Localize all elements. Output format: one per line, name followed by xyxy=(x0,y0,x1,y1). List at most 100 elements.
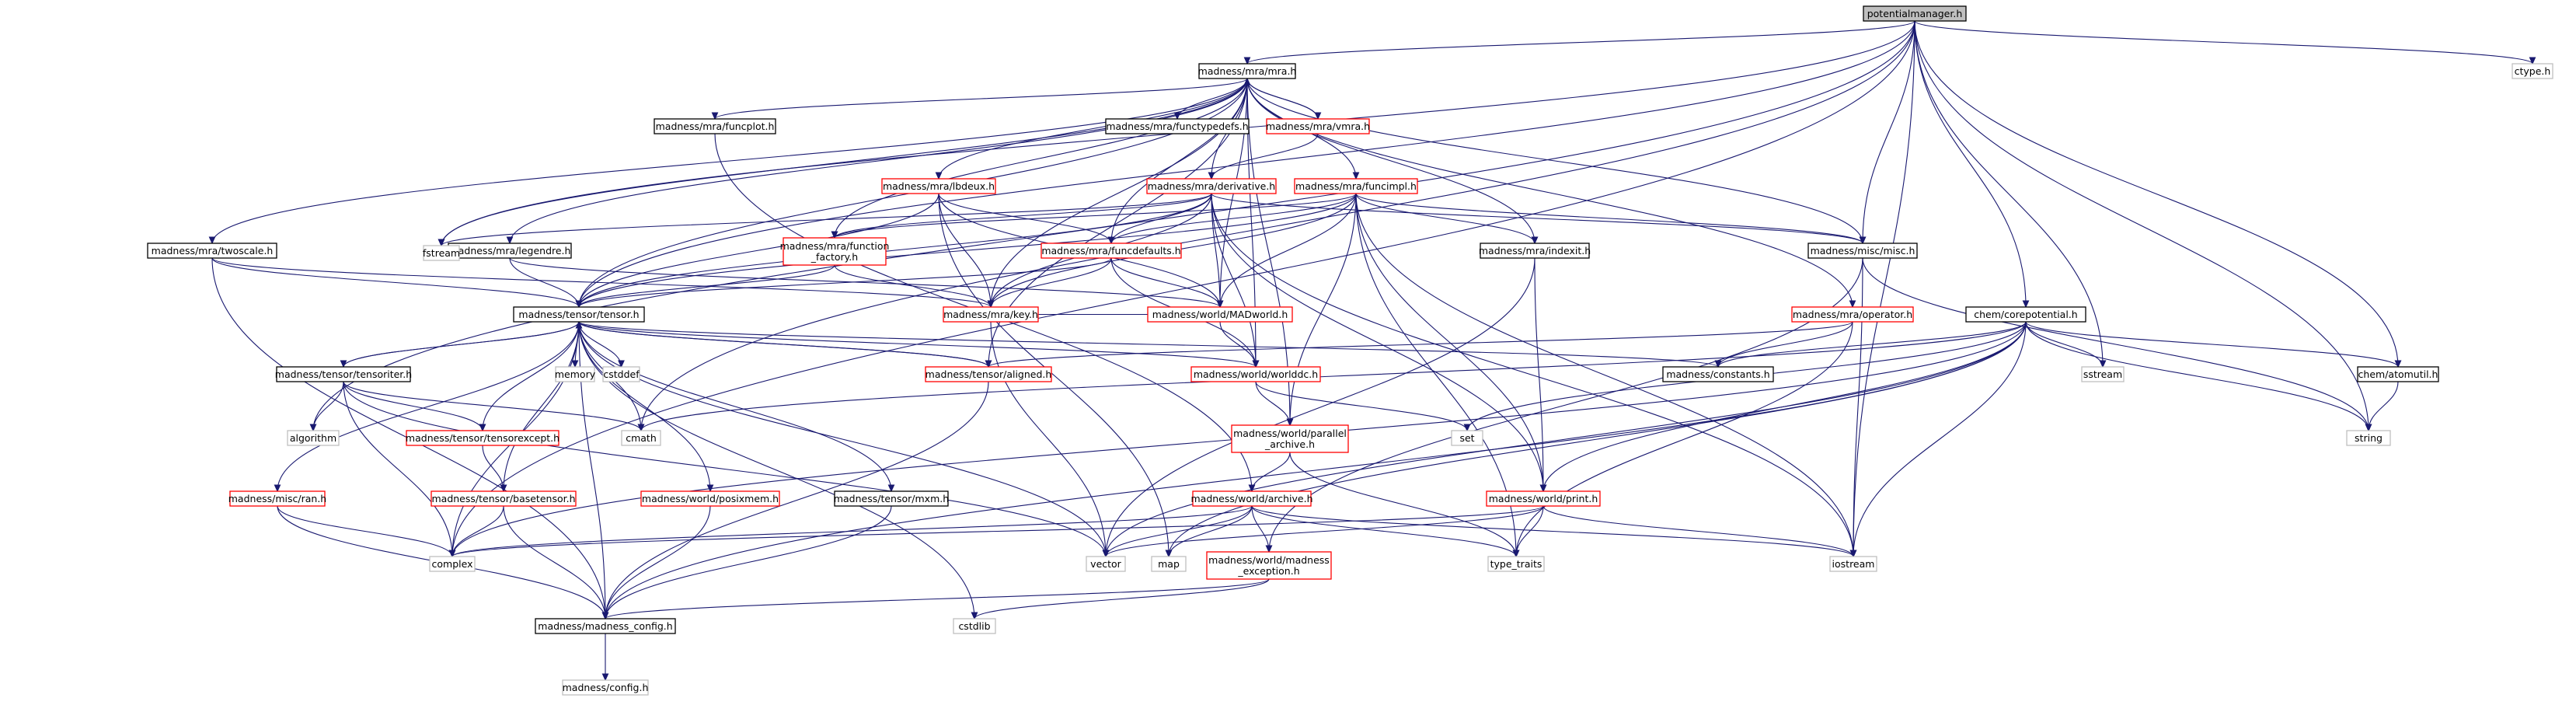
node-madness-config[interactable]: madness/madness_config.h xyxy=(535,618,676,634)
edge-line xyxy=(2025,321,2399,368)
node-operator[interactable]: madness/mra/operator.h xyxy=(1791,306,1914,323)
node-aligned[interactable]: madness/tensor/aligned.h xyxy=(925,366,1052,382)
node-funcimpl[interactable]: madness/mra/funcimpl.h xyxy=(1294,178,1418,194)
edge-arrowhead xyxy=(1286,418,1294,427)
node-box xyxy=(1041,243,1182,259)
edge-arrowhead xyxy=(274,484,281,493)
edge-arrowhead xyxy=(479,424,486,432)
node-tensoriter[interactable]: madness/tensor/tensoriter.h xyxy=(275,366,412,382)
edge-potentialmanager-to-iostream xyxy=(1849,20,1915,558)
node-mra[interactable]: madness/mra/mra.h xyxy=(1198,63,1297,79)
edge-line xyxy=(1246,20,1915,65)
edge-corepotential-to-iostream xyxy=(1849,321,2027,558)
edge-potentialmanager-to-complex xyxy=(448,20,1915,558)
node-box xyxy=(229,490,326,507)
node-label: madness/tensor/tensorexcept.h xyxy=(406,432,559,444)
edge-line xyxy=(578,193,1212,308)
node-mraimpl-derivative[interactable]: madness/mra/derivative.h xyxy=(1146,178,1277,194)
edge-arrowhead xyxy=(448,550,456,558)
node-box xyxy=(1480,243,1590,259)
node-label: madness/mra/lbdeux.h xyxy=(883,180,995,192)
edge-line xyxy=(605,381,989,619)
edge-line xyxy=(1246,78,1863,244)
edge-line xyxy=(640,321,2027,431)
node-label: madness/mra/vmra.h xyxy=(1266,120,1370,132)
edge-line xyxy=(988,321,1853,368)
node-lbdeux[interactable]: madness/mra/lbdeux.h xyxy=(881,178,996,194)
node-label: madness/mra/operator.h xyxy=(1793,309,1912,320)
edge-arrowhead xyxy=(637,424,645,432)
edge-arrowhead xyxy=(571,360,579,368)
node-key[interactable]: madness/mra/key.h xyxy=(943,306,1039,323)
node-cstdlib: cstdlib xyxy=(953,618,996,634)
edge-arrowhead xyxy=(1252,360,1260,368)
edge-tensor-to-basetensor xyxy=(500,321,580,493)
edge-arrowhead xyxy=(1352,172,1360,180)
edge-arrowhead xyxy=(309,424,317,432)
node-constants[interactable]: madness/constants.h xyxy=(1662,366,1774,382)
edge-line xyxy=(1105,505,1544,557)
node-twoscale[interactable]: madness/mra/twoscale.h xyxy=(147,243,277,259)
edge-tensoriter-to-algorithm xyxy=(309,381,344,432)
node-legendre[interactable]: madness/mra/legendre.h xyxy=(448,243,572,259)
node-worlddc[interactable]: madness/world/worlddc.h xyxy=(1190,366,1321,382)
node-tensorexcept[interactable]: madness/tensor/tensorexcept.h xyxy=(406,430,559,446)
node-box xyxy=(1294,178,1418,194)
node-basetensor[interactable]: madness/tensor/basetensor.h xyxy=(430,490,577,507)
edge-line xyxy=(451,505,1253,557)
edge-mraimpl-derivative-to-fstream xyxy=(437,193,1212,247)
edge-arrowhead xyxy=(1102,550,1110,558)
node-corepotential[interactable]: chem/corepotential.h xyxy=(1965,306,2086,323)
node-label: map xyxy=(1158,558,1180,570)
edge-line xyxy=(1862,257,2369,431)
node-madworld[interactable]: madness/world/MADworld.h xyxy=(1147,306,1293,323)
edge-line xyxy=(1246,78,1319,120)
edge-funcimpl-to-iostream xyxy=(1355,193,1857,558)
node-label: madness/misc/misc.h xyxy=(1811,245,1915,257)
edge-line xyxy=(509,257,580,308)
edge-line xyxy=(578,321,989,368)
node-parallel-archive[interactable]: madness/world/parallel_archive.h xyxy=(1231,424,1349,453)
node-posixmem[interactable]: madness/world/posixmem.h xyxy=(640,490,780,507)
node-label: madness/mra/twoscale.h xyxy=(152,245,274,257)
node-funcdefaults[interactable]: madness/mra/funcdefaults.h xyxy=(1041,243,1182,259)
node-vmra[interactable]: madness/mra/vmra.h xyxy=(1266,118,1370,134)
node-box xyxy=(1863,5,1967,22)
edge-line xyxy=(1717,321,2027,368)
node-funcplot[interactable]: madness/mra/funcplot.h xyxy=(654,118,776,134)
node-ran[interactable]: madness/misc/ran.h xyxy=(228,490,326,507)
node-misc[interactable]: madness/misc/misc.h xyxy=(1807,243,1918,259)
node-madness-exception[interactable]: madness/world/madness_exception.h xyxy=(1206,551,1332,580)
node-label: madness/tensor/basetensor.h xyxy=(431,493,575,504)
node-box xyxy=(621,430,661,446)
edge-line xyxy=(509,257,1221,308)
node-function-factory[interactable]: madness/mra/function_factory.h xyxy=(780,237,890,266)
edge-line xyxy=(1211,193,1544,492)
edge-line xyxy=(1542,505,1854,557)
edge-arrowhead xyxy=(2365,424,2372,432)
edge-function-factory-to-key xyxy=(834,264,995,309)
edge-tensor-to-worlddc xyxy=(578,321,1260,368)
node-box xyxy=(1086,556,1126,572)
edge-line xyxy=(1168,505,1253,557)
edge-operator-to-constants xyxy=(1714,321,1853,368)
node-atomutil[interactable]: chem/atomutil.h xyxy=(2357,366,2439,382)
edge-line xyxy=(1515,321,1853,557)
node-indexit[interactable]: madness/mra/indexit.h xyxy=(1479,243,1591,259)
edge-line xyxy=(1251,505,1854,557)
node-label: chem/corepotential.h xyxy=(1974,309,2077,320)
node-box xyxy=(430,490,577,507)
edge-line xyxy=(834,193,1212,239)
node-print[interactable]: madness/world/print.h xyxy=(1486,490,1601,507)
node-functypedefs[interactable]: madness/mra/functypedefs.h xyxy=(1105,118,1250,134)
edge-atomutil-to-string xyxy=(2365,381,2399,432)
node-mxm[interactable]: madness/tensor/mxm.h xyxy=(834,490,949,507)
node-box xyxy=(925,366,1052,382)
node-archive[interactable]: madness/world/archive.h xyxy=(1190,490,1313,507)
edge-arrowhead xyxy=(340,360,347,368)
node-label: madness/mra/derivative.h xyxy=(1148,180,1275,192)
node-tensor[interactable]: madness/tensor/tensor.h xyxy=(513,306,645,323)
node-label: _exception.h xyxy=(1237,565,1299,577)
edge-mra-to-misc xyxy=(1246,78,1867,245)
edge-arrowhead xyxy=(2529,57,2536,65)
